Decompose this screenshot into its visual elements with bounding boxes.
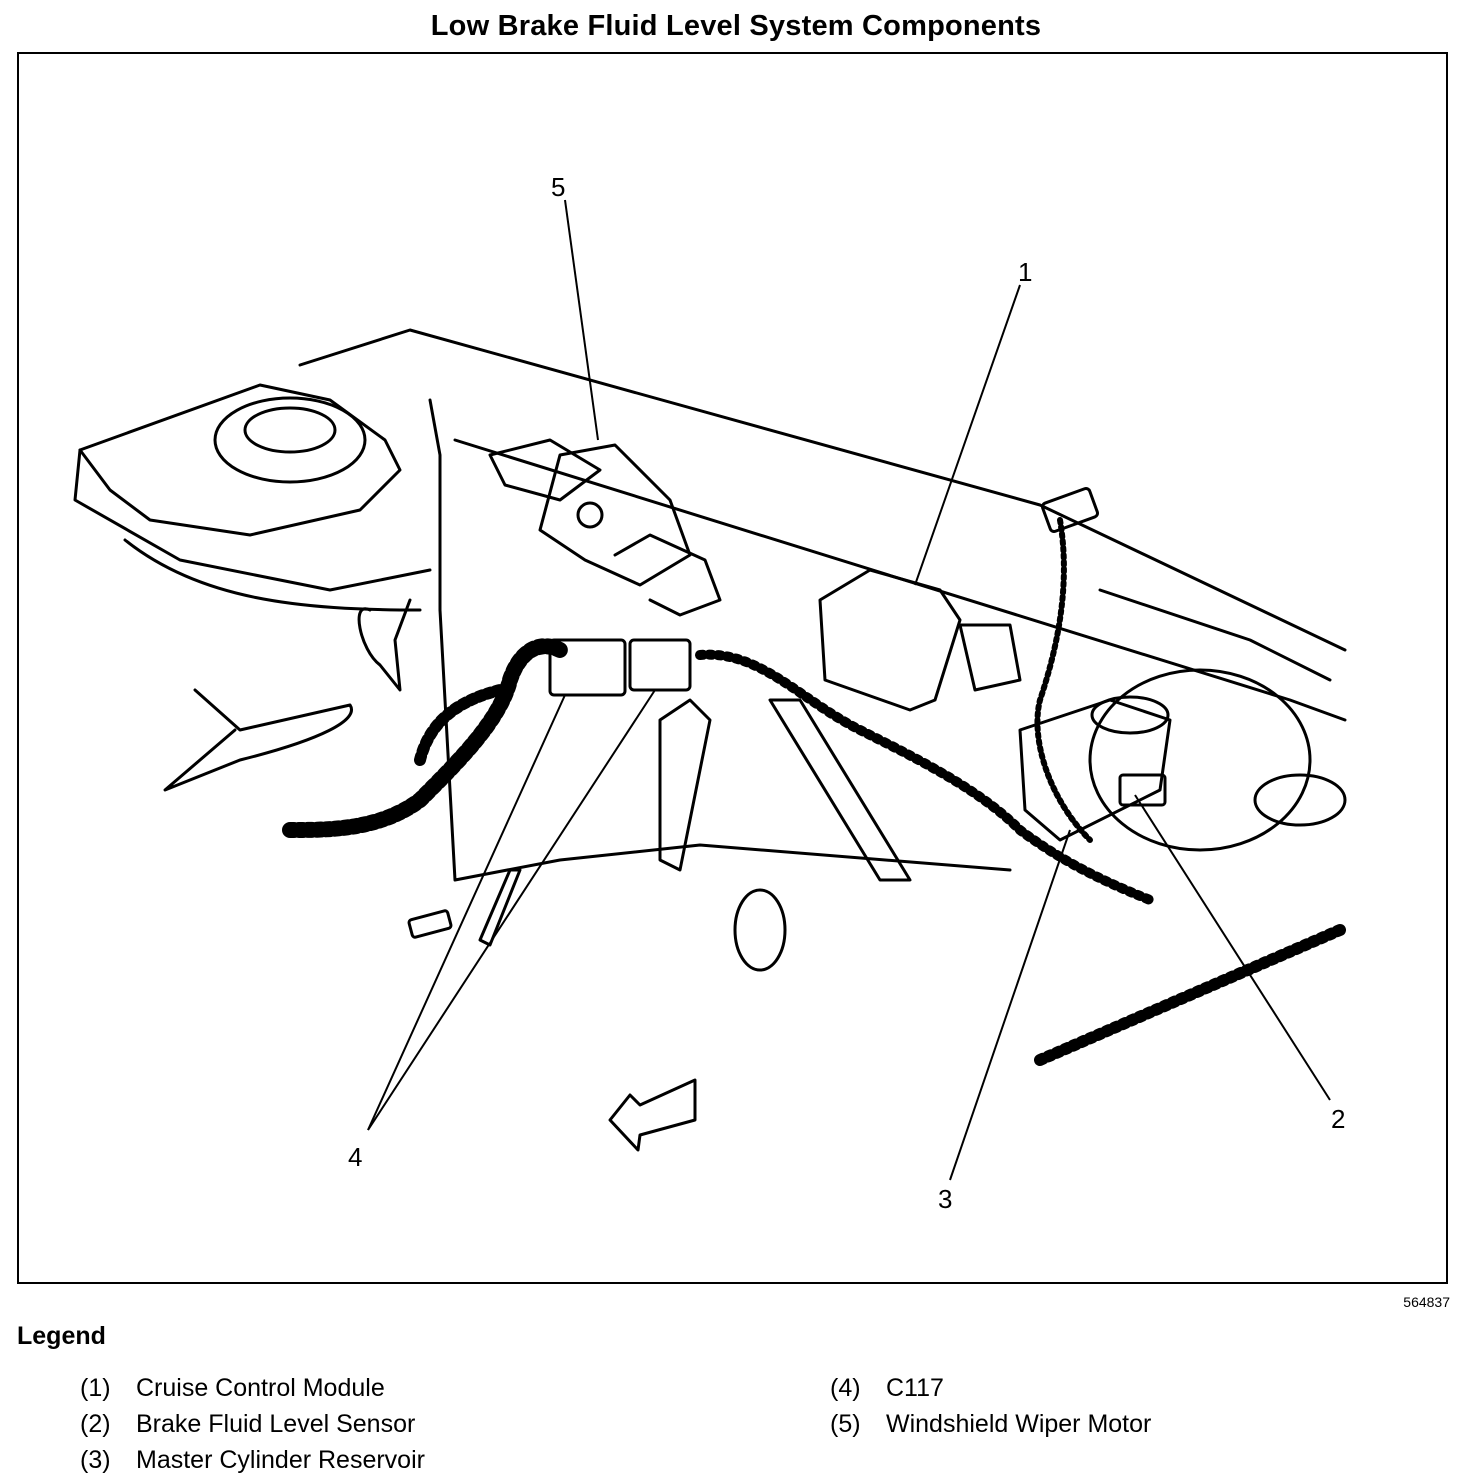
wiring-harness-branch [414, 684, 506, 766]
leader-line-1 [914, 284, 1021, 586]
legend-item-number: (2) [80, 1410, 111, 1438]
cruise-module-body [818, 568, 962, 712]
legend-item-number: (3) [80, 1446, 111, 1474]
drain-opening [733, 888, 787, 972]
wiper-connector [613, 533, 722, 617]
wiper-motor-housing [538, 443, 692, 587]
right-fender-edge [1098, 588, 1332, 682]
fender-line [73, 448, 432, 592]
strut-mount-inner [243, 406, 337, 454]
engine-bay-illustration: 5 1 2 3 4 [73, 172, 1347, 1214]
harness-to-module [695, 649, 1155, 905]
callout-1: 1 [1018, 257, 1032, 287]
legend-item: (5) Windshield Wiper Motor [830, 1410, 1151, 1439]
legend-item-label: Windshield Wiper Motor [886, 1410, 1152, 1438]
legend-heading: Legend [17, 1322, 106, 1350]
wiper-motor-body [488, 438, 602, 502]
leader-line-2 [1134, 794, 1331, 1101]
leader-line-5 [564, 199, 599, 441]
c117-connector-right [628, 638, 692, 692]
legend-item: (1) Cruise Control Module [80, 1374, 385, 1403]
strut-tower [78, 383, 402, 537]
legend-item: (4) C117 [830, 1374, 944, 1403]
plenum-rib-b [768, 698, 912, 882]
c117-connector-left [548, 638, 627, 697]
leader-line-4a [367, 694, 566, 1131]
cowl-grille [1034, 924, 1346, 1066]
cowl-lower-edge [453, 438, 1347, 722]
right-strut [1253, 773, 1347, 827]
panel-slot [407, 909, 453, 939]
inner-panel [163, 688, 353, 792]
legend-item-label: Master Cylinder Reservoir [136, 1446, 425, 1474]
front-direction-arrow [608, 1078, 697, 1152]
cowl-top-edge [298, 328, 1347, 652]
diagram-title: Low Brake Fluid Level System Components [430, 10, 1042, 42]
callout-3: 3 [938, 1184, 952, 1214]
vent-slot [478, 868, 522, 947]
wiper-motor-shaft [576, 501, 604, 529]
firewall-outline [428, 398, 1012, 882]
legend-item-label: Cruise Control Module [136, 1374, 385, 1402]
figure-id: 564837 [1403, 1294, 1450, 1310]
bracket-left [357, 598, 412, 692]
legend-item-label: C117 [886, 1374, 944, 1402]
plenum-rib-a [658, 698, 712, 872]
diagram-frame [17, 52, 1448, 1284]
brake-booster [1088, 668, 1312, 852]
sensor-wire [1034, 517, 1093, 843]
fender-curve [123, 538, 422, 612]
leader-line-4b [367, 689, 656, 1131]
callout-5: 5 [551, 172, 565, 202]
reservoir-cap [1090, 695, 1170, 735]
callout-2: 2 [1331, 1104, 1345, 1134]
legend-item: (2) Brake Fluid Level Sensor [80, 1410, 415, 1439]
legend-item-label: Brake Fluid Level Sensor [136, 1410, 416, 1438]
legend-item-number: (4) [830, 1374, 861, 1402]
cruise-module-connector [958, 623, 1022, 692]
legend-item-number: (5) [830, 1410, 861, 1438]
legend-item-number: (1) [80, 1374, 111, 1402]
legend-item: (3) Master Cylinder Reservoir [80, 1446, 425, 1475]
strut-mount-outer [213, 396, 367, 484]
sensor-wire-connector [1041, 486, 1099, 534]
leader-line-3 [949, 829, 1071, 1181]
callout-4: 4 [348, 1142, 362, 1172]
wiring-harness-main [282, 638, 568, 838]
